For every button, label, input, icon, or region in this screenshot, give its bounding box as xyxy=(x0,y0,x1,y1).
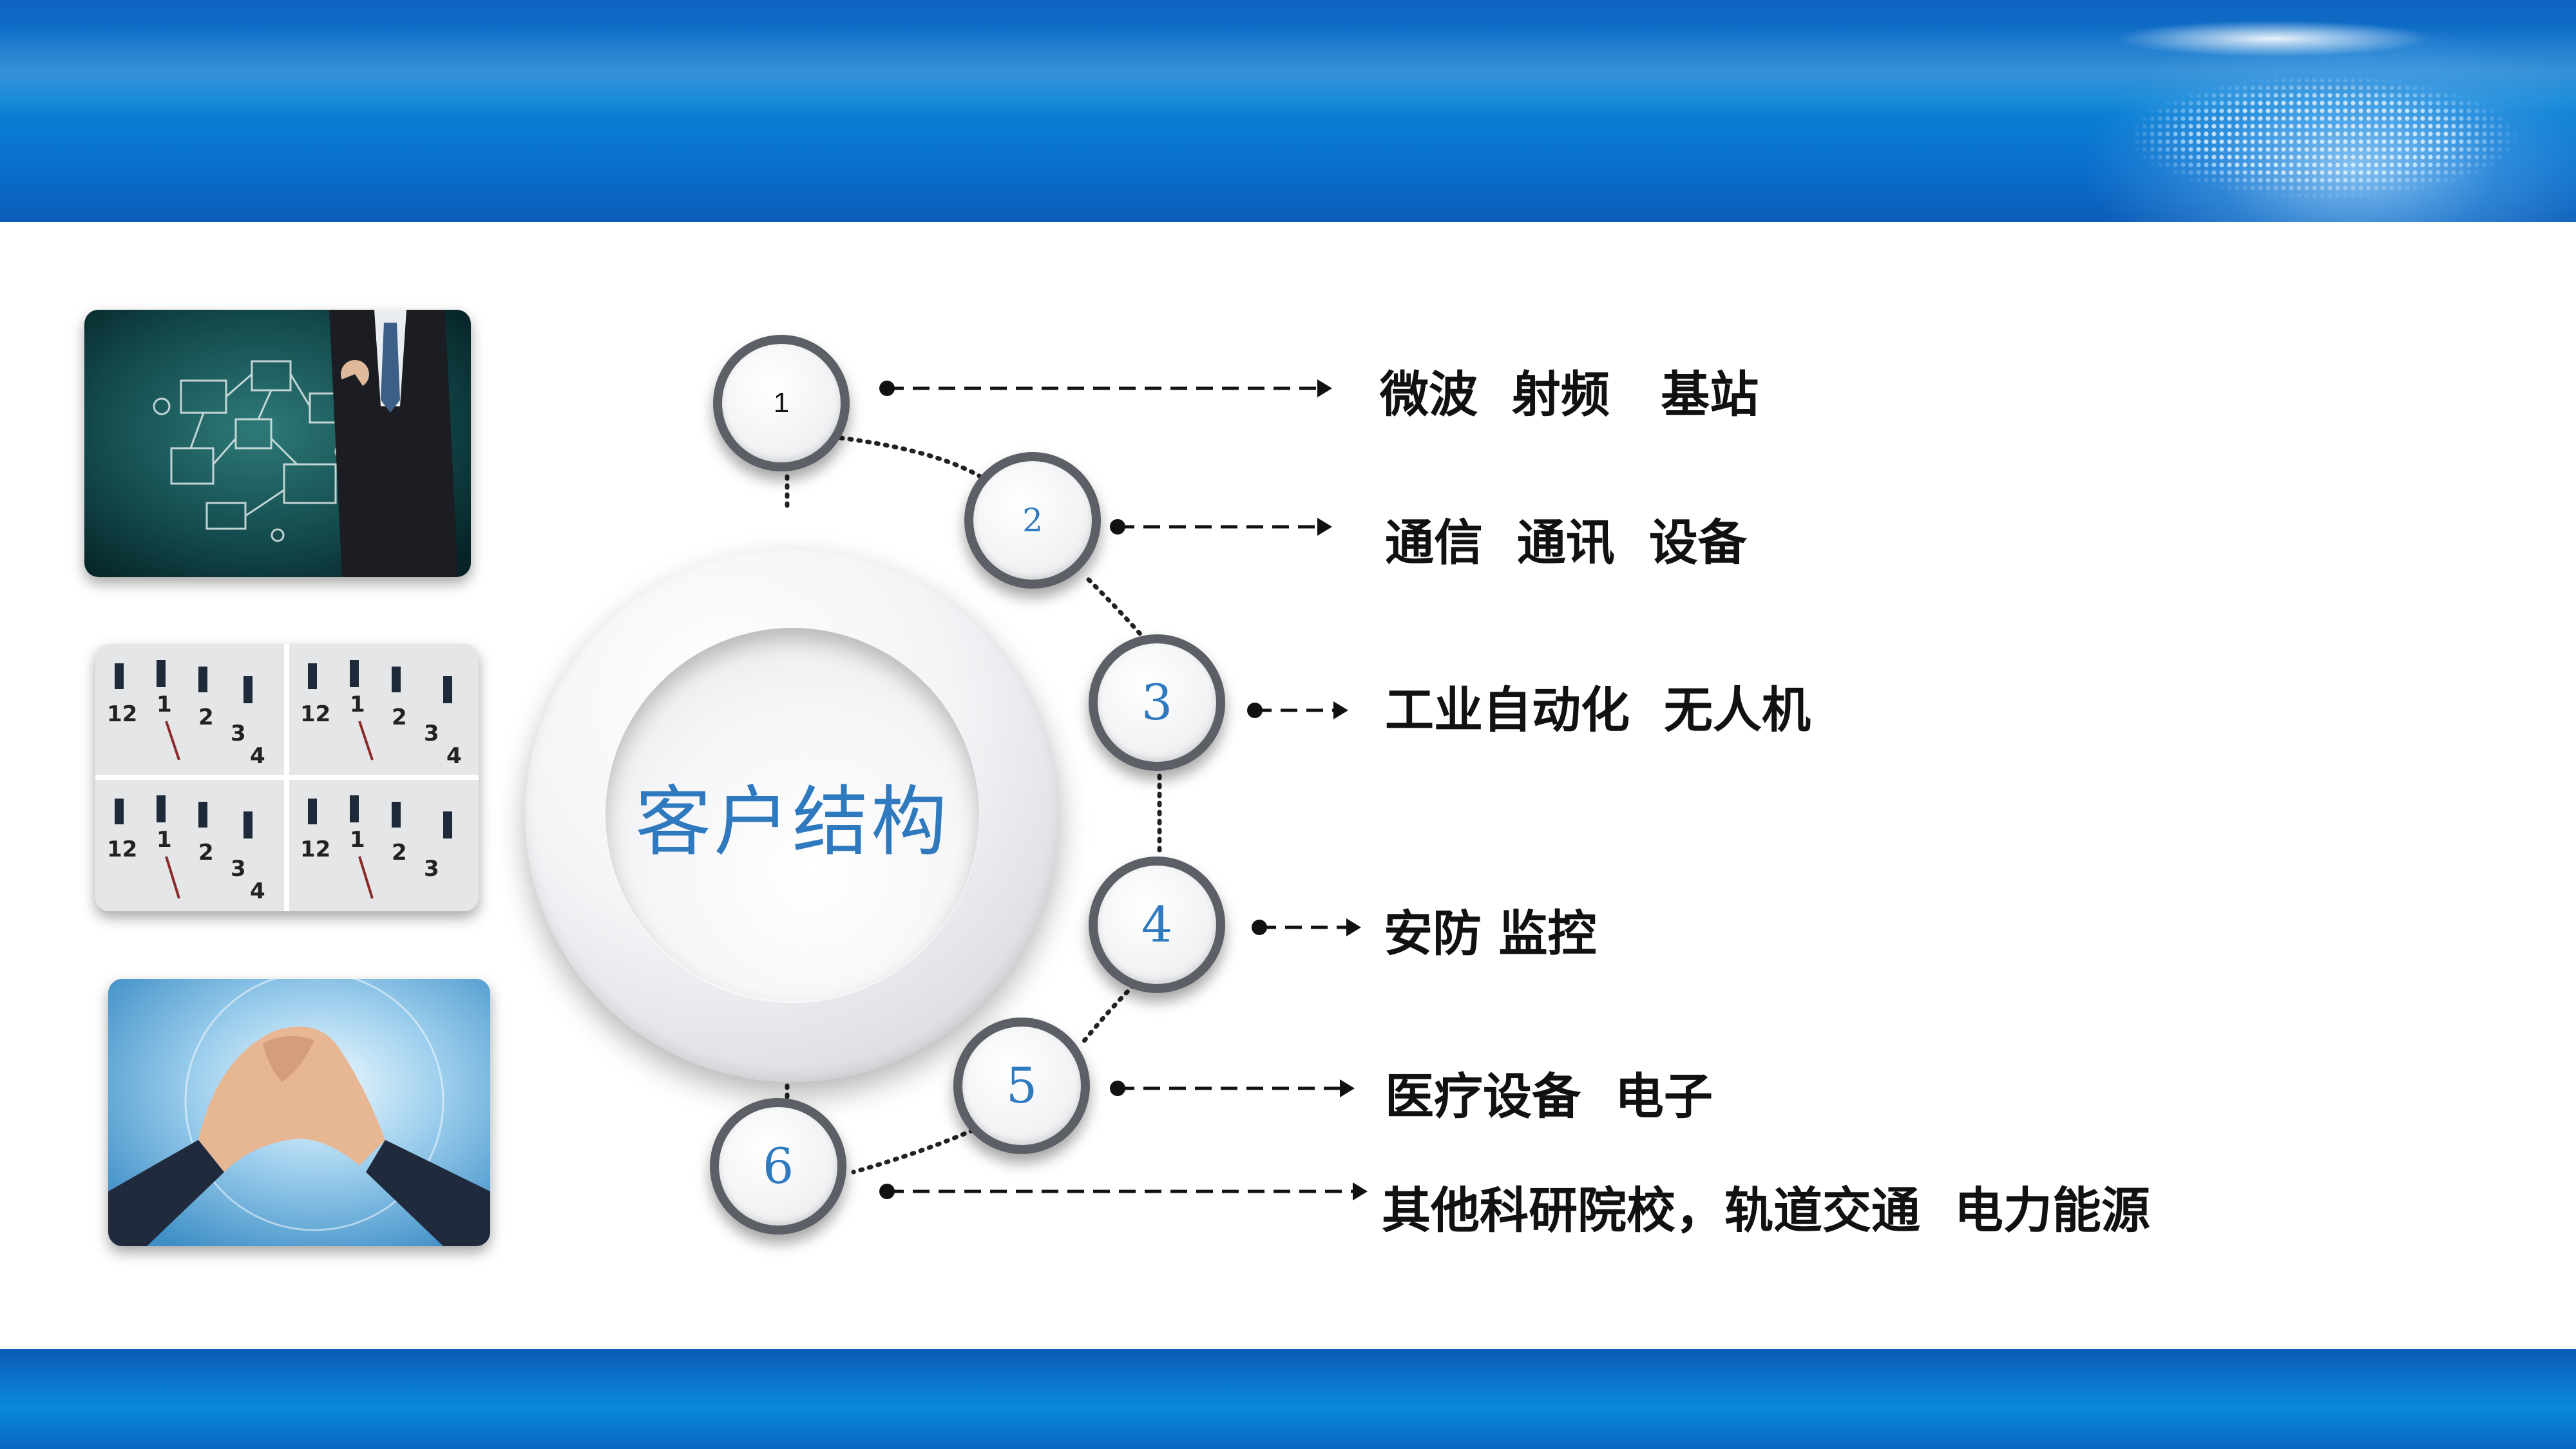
handshake-globe-photo xyxy=(108,979,490,1246)
light-flare xyxy=(2048,0,2499,77)
node-label-4: 安防 监控 xyxy=(1384,905,1597,962)
top-banner xyxy=(0,0,2576,222)
svg-text:12: 12 xyxy=(107,837,137,862)
business-network-photo xyxy=(84,310,471,577)
svg-text:4: 4 xyxy=(250,878,265,904)
node-number: 2 xyxy=(1022,502,1043,539)
svg-text:2: 2 xyxy=(392,705,407,730)
svg-text:1: 1 xyxy=(157,692,172,717)
svg-text:1: 1 xyxy=(157,827,172,853)
node-label-2: 通信 通讯 设备 xyxy=(1385,514,1747,571)
center-title: 客户结构 xyxy=(634,777,949,866)
center-hub: 客户结构 xyxy=(525,547,1060,1082)
svg-text:3: 3 xyxy=(231,721,246,746)
node-label-6: 其他科研院校，轨道交通 电力能源 xyxy=(1382,1182,2150,1239)
svg-text:2: 2 xyxy=(392,840,407,866)
center-hub-inner: 客户结构 xyxy=(606,628,979,1001)
svg-text:12: 12 xyxy=(107,701,137,727)
svg-text:3: 3 xyxy=(424,856,439,882)
node-number: 5 xyxy=(1006,1057,1038,1114)
bottom-banner xyxy=(0,1349,2576,1449)
node-number: 6 xyxy=(762,1137,794,1195)
node-2: 2 xyxy=(964,452,1101,589)
svg-text:3: 3 xyxy=(424,721,439,746)
svg-text:2: 2 xyxy=(198,840,214,866)
svg-text:2: 2 xyxy=(198,705,214,730)
node-6: 6 xyxy=(710,1098,846,1235)
svg-text:1: 1 xyxy=(350,692,365,717)
svg-text:4: 4 xyxy=(446,743,462,769)
node-1: 1 xyxy=(713,335,850,471)
svg-text:3: 3 xyxy=(231,856,246,882)
node-number: 1 xyxy=(773,387,790,419)
node-number: 4 xyxy=(1141,896,1173,953)
node-number: 3 xyxy=(1141,674,1173,731)
svg-text:4: 4 xyxy=(250,743,265,769)
svg-text:1: 1 xyxy=(350,827,365,853)
node-label-1: 微波 射频 基站 xyxy=(1380,366,1759,423)
node-3: 3 xyxy=(1089,634,1225,771)
svg-text:12: 12 xyxy=(300,837,330,862)
node-label-3: 工业自动化 无人机 xyxy=(1385,681,1811,739)
node-4: 4 xyxy=(1089,857,1225,993)
node-5: 5 xyxy=(953,1018,1090,1154)
node-label-5: 医疗设备 电子 xyxy=(1385,1068,1713,1125)
svg-text:12: 12 xyxy=(300,701,330,727)
